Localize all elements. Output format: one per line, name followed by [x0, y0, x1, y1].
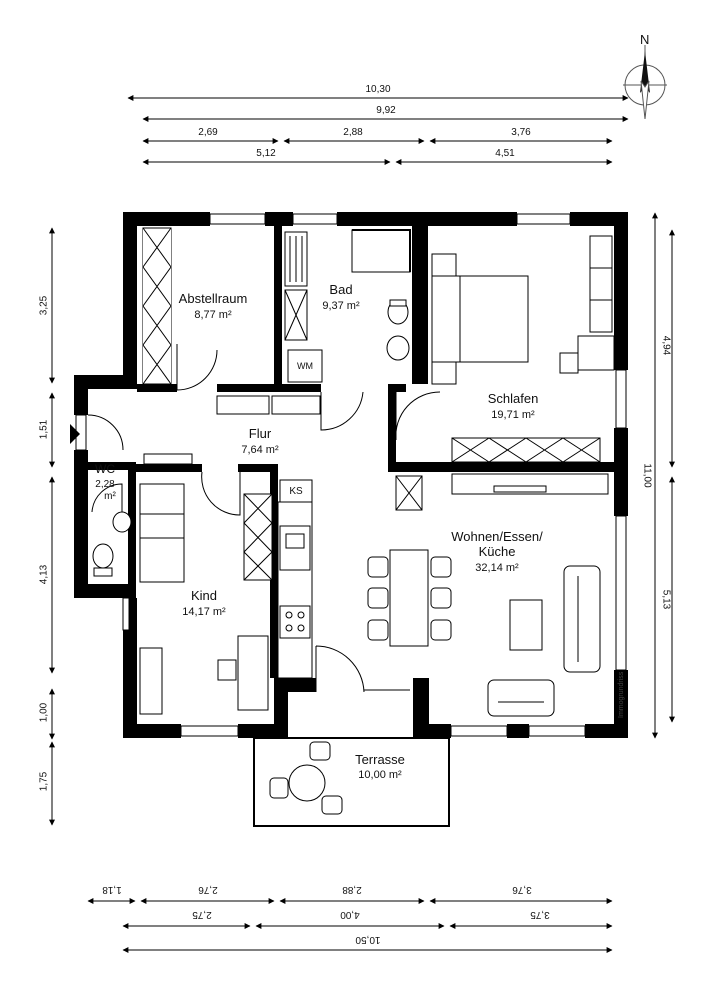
dim-bottom-row2-1: 2,75 [192, 909, 212, 920]
dim-top-total-inner: 9,92 [376, 105, 396, 116]
dim-top-row4-1: 5,12 [256, 148, 276, 159]
dimension-lines-right [652, 212, 675, 739]
room-area-wohnen: 32,14 m² [475, 562, 519, 574]
windows [75, 213, 627, 737]
compass-icon [623, 45, 667, 120]
room-area-flur: 7,64 m² [241, 444, 279, 456]
room-area-wc-unit: m² [104, 491, 116, 502]
room-area-wc: 2,28 [95, 479, 115, 490]
dim-top-total-outer: 10,30 [365, 84, 391, 95]
room-name-schlafen: Schlafen [487, 391, 539, 406]
dim-bottom-row2-3: 3,75 [530, 909, 550, 920]
washing-machine-tag: WM [297, 361, 313, 371]
dim-right-seg-1: 4,94 [660, 335, 672, 356]
dimension-lines-bottom [87, 898, 613, 953]
room-area-terrasse: 10,00 m² [358, 769, 402, 781]
dim-right-outer: 11,00 [641, 463, 653, 488]
dim-bottom-total: 10,50 [355, 934, 381, 945]
dim-left-5: 1,75 [38, 771, 50, 792]
room-name-terrasse: Terrasse [355, 752, 405, 767]
dim-left-4: 1,00 [38, 702, 50, 723]
dim-right-seg-2: 5,13 [660, 589, 672, 610]
entrance-arrow-icon [70, 424, 80, 444]
room-name-abstellraum: Abstellraum [178, 291, 248, 306]
room-name-wc: WC [95, 462, 115, 476]
room-area-bad: 9,37 m² [322, 300, 360, 312]
dimension-lines-top [127, 95, 629, 165]
room-name-flur: Flur [248, 426, 272, 441]
dim-bottom-row1-2: 2,76 [198, 884, 218, 895]
dim-top-row3-3: 3,76 [511, 127, 531, 138]
dim-left-1: 3,25 [38, 295, 50, 316]
outer-walls [74, 212, 628, 738]
room-area-abstellraum: 8,77 m² [194, 309, 232, 321]
dim-left-3: 4,13 [38, 564, 50, 585]
room-name-kind: Kind [190, 588, 218, 603]
compass-north-label: N [640, 32, 650, 47]
dim-bottom-row2-2: 4,00 [340, 909, 360, 920]
furniture [92, 227, 615, 815]
dim-top-row3-2: 2,88 [343, 127, 363, 138]
door-swings [87, 344, 441, 693]
inner-walls [88, 226, 614, 678]
room-area-schlafen: 19,71 m² [491, 409, 535, 421]
dim-bottom-row1-3: 2,88 [342, 884, 362, 895]
watermark: Immogrundriss [618, 671, 625, 718]
fridge-tag: KS [289, 486, 303, 497]
dim-top-row4-2: 4,51 [495, 148, 515, 159]
room-name-wohnen-line2: Küche [478, 544, 516, 559]
dim-bottom-row1-1: 1,18 [102, 884, 122, 895]
room-area-kind: 14,17 m² [182, 606, 226, 618]
room-name-bad: Bad [329, 282, 353, 297]
dim-top-row3-1: 2,69 [198, 127, 218, 138]
room-name-wohnen-line1: Wohnen/Essen/ [451, 529, 543, 544]
dim-bottom-row1-4: 3,76 [512, 884, 532, 895]
dim-left-2: 1,51 [38, 419, 50, 440]
